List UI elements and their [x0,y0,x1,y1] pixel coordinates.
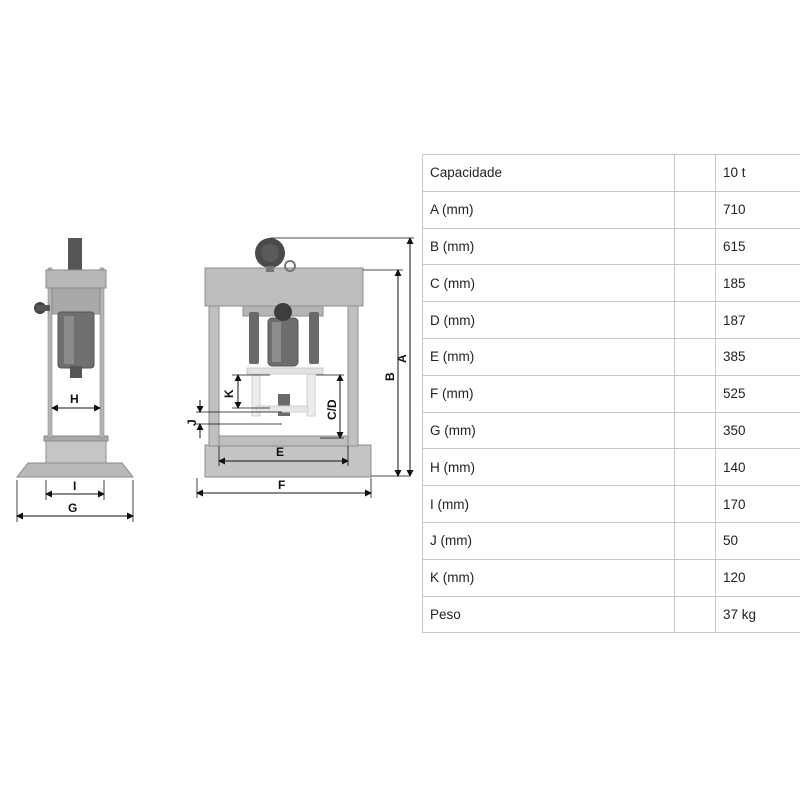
spec-spacer-cell [674,190,716,229]
dim-label-h: H [70,392,79,406]
dim-label-cd: C/D [325,399,339,420]
spec-row: F (mm) 525 [422,374,800,413]
spec-row: Capacidade 10 t [422,154,800,192]
spec-row: B (mm) 615 [422,227,800,266]
spec-spacer-cell [674,264,716,303]
spec-row: I (mm) 170 [422,485,800,523]
dimension-j: J [185,400,282,438]
spec-spacer-cell [674,448,716,487]
spec-row: J (mm) 50 [422,521,800,560]
spec-value: 385 [715,337,800,376]
spec-spacer-cell [674,485,716,523]
spec-spacer-cell [674,337,716,376]
spec-spacer-cell [674,227,716,266]
spec-spacer-cell [674,374,716,413]
spec-value: 710 [715,190,800,229]
spec-row: D (mm) 187 [422,301,800,339]
dimension-k: K [222,374,270,409]
front-view-drawing [204,238,372,478]
spec-value: 140 [715,448,800,487]
spec-value: 170 [715,485,800,523]
dimension-e: E [218,445,349,466]
spec-spacer-cell [674,521,716,560]
spec-spacer-cell [674,595,716,634]
spec-label: F (mm) [422,374,675,413]
spec-value: 350 [715,411,800,450]
spec-label: Capacidade [422,154,675,192]
spec-spacer-cell [674,411,716,450]
spec-value: 10 t [715,154,800,192]
spec-value: 120 [715,558,800,597]
spec-label: Peso [422,595,675,634]
spec-value: 187 [715,301,800,339]
specifications-table-body: Capacidade 10 t A (mm) 710 B (mm) 615 C (mm) 18… [422,154,800,634]
spec-spacer-cell [674,301,716,339]
spec-label: H (mm) [422,448,675,487]
dimension-b: B [363,269,410,477]
spec-value: 37 kg [715,595,800,634]
dimension-a: A [270,237,414,477]
dimension-g: G [16,480,134,522]
dimension-cd: C/D [316,374,344,439]
spec-label: B (mm) [422,227,675,266]
spec-label: G (mm) [422,411,675,450]
dim-label-f: F [278,478,285,492]
spec-spacer-cell [674,154,716,192]
spec-row: Peso 37 kg [422,595,800,634]
spec-label: J (mm) [422,521,675,560]
spec-value: 615 [715,227,800,266]
specifications-table: Capacidade 10 t A (mm) 710 B (mm) 615 C (mm) 18… [422,154,800,634]
dim-label-g: G [68,501,77,515]
spec-label: D (mm) [422,301,675,339]
spec-label: K (mm) [422,558,675,597]
dimension-f: F [196,478,372,498]
dim-label-e: E [276,445,284,459]
spec-label: A (mm) [422,190,675,229]
spec-row: H (mm) 140 [422,448,800,487]
spec-label: E (mm) [422,337,675,376]
dim-label-a: A [395,354,409,363]
spec-row: K (mm) 120 [422,558,800,597]
spec-row: E (mm) 385 [422,337,800,376]
spec-row: A (mm) 710 [422,190,800,229]
press-technical-drawing: H I G [15,237,414,522]
spec-value: 185 [715,264,800,303]
spec-row: C (mm) 185 [422,264,800,303]
spec-value: 50 [715,521,800,560]
spec-label: C (mm) [422,264,675,303]
spec-row: G (mm) 350 [422,411,800,450]
dimension-h: H [51,392,101,412]
spec-spacer-cell [674,558,716,597]
spec-value: 525 [715,374,800,413]
dim-label-k: K [222,389,236,398]
dim-label-j: J [185,419,199,426]
side-view-drawing [15,238,135,478]
dimension-i: I [45,479,105,500]
dim-label-b: B [383,372,397,381]
spec-label: I (mm) [422,485,675,523]
dim-label-i: I [73,479,76,493]
